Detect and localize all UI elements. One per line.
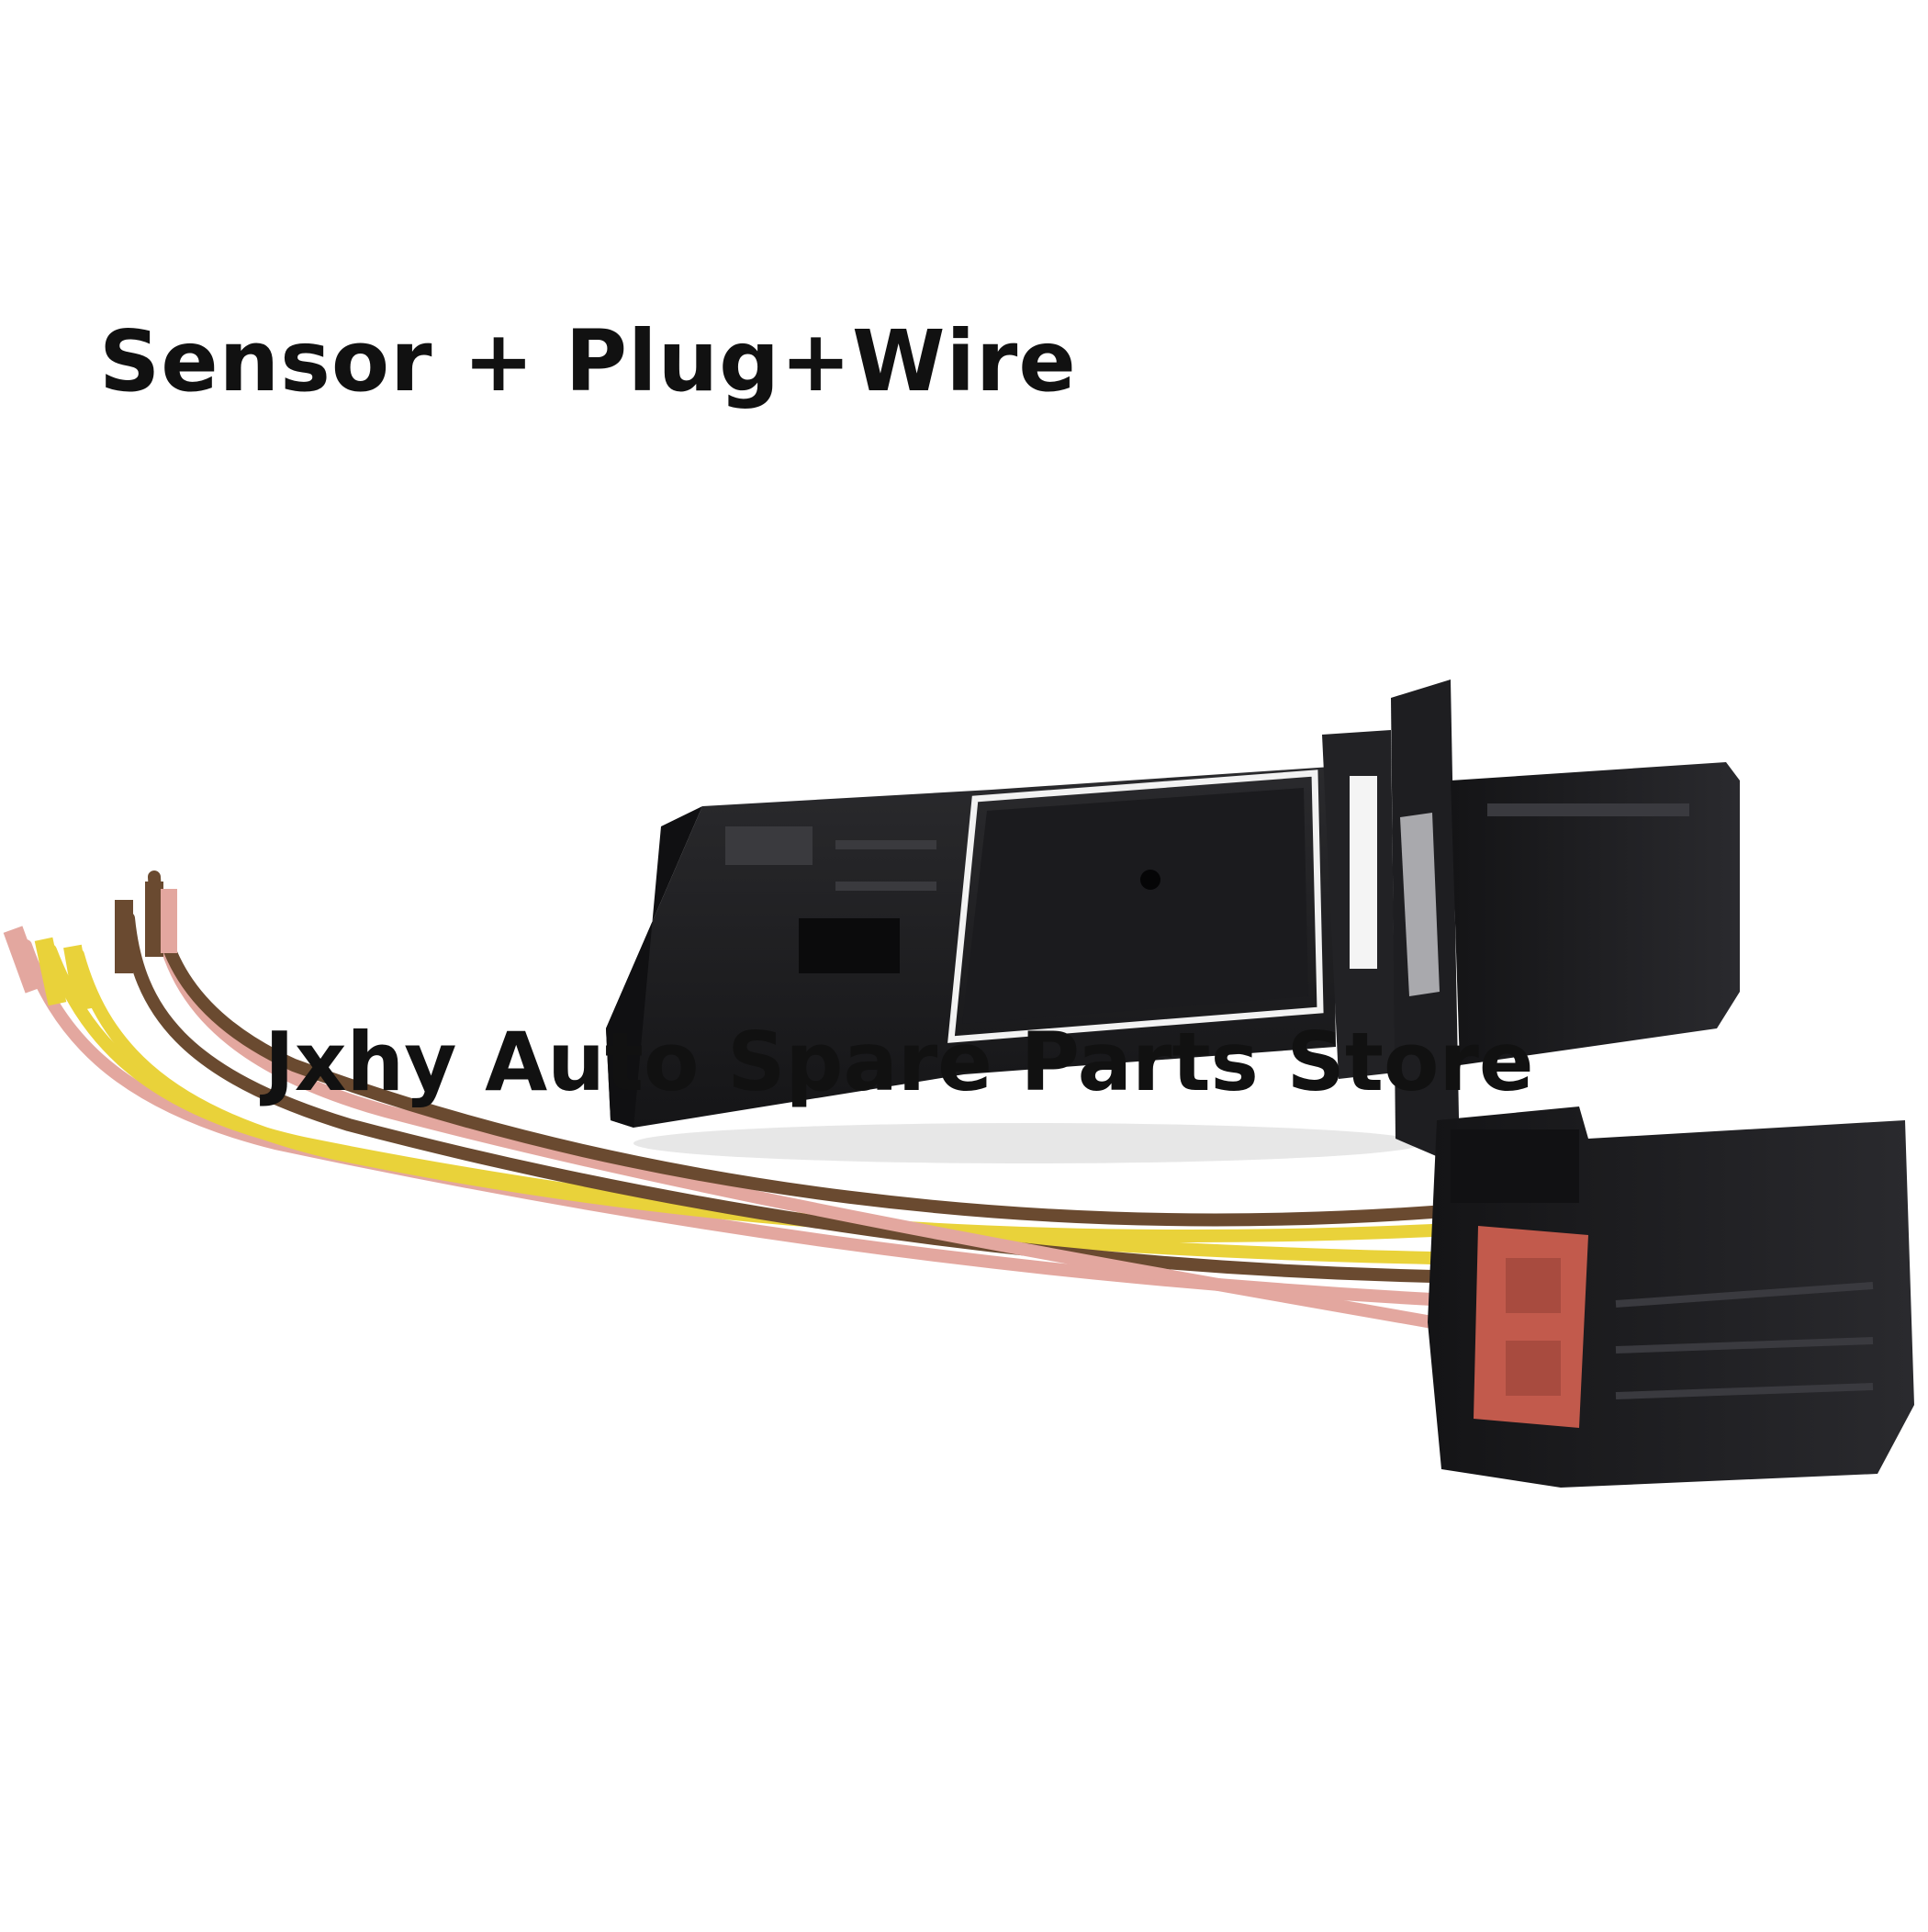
plug-connector xyxy=(1428,1106,1914,1488)
store-watermark: Jxhy Auto Spare Parts Store xyxy=(264,1015,1534,1109)
maf-sensor xyxy=(606,680,1740,1166)
wire-harness xyxy=(3,871,1439,1329)
headline-label: Sensor + Plug+Wire xyxy=(99,312,1077,410)
